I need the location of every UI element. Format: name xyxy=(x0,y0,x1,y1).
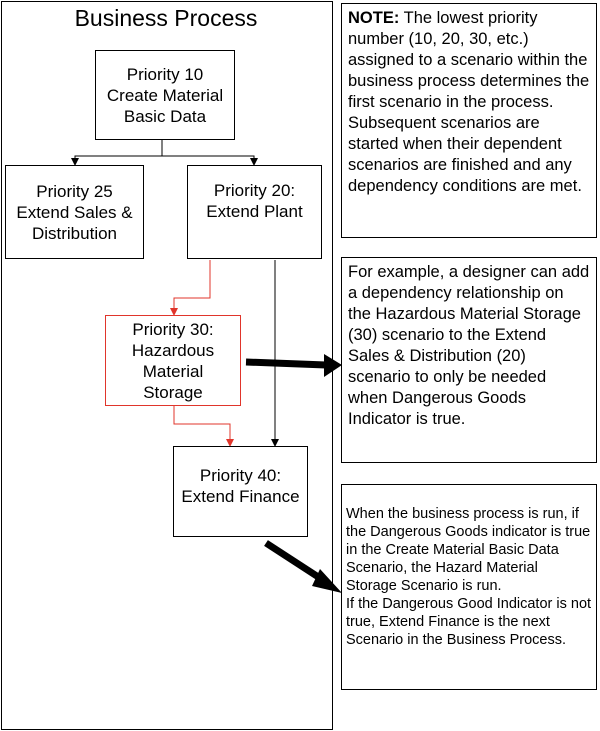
note-run: When the business process is run, if the… xyxy=(341,484,597,690)
note-run-text: When the business process is run, if the… xyxy=(346,506,592,648)
note-label: NOTE: xyxy=(348,9,400,27)
node-extend-finance: Priority 40: Extend Finance xyxy=(173,446,308,537)
pointer-arrow-to-example-note xyxy=(245,358,327,369)
pointer-arrow-to-run-note xyxy=(264,540,328,585)
note-example: For example, a designer can add a depend… xyxy=(341,257,597,463)
connector-create-to-plant xyxy=(162,155,258,166)
pointer-arrowhead-run xyxy=(312,569,342,593)
pointer-arrowhead-example xyxy=(324,354,342,377)
connector-plant-to-hazardous xyxy=(170,260,211,316)
node-extend-sales: Priority 25 Extend Sales & Distribution xyxy=(5,165,144,259)
node-hazardous-storage: Priority 30: Hazardous Material Storage xyxy=(105,315,241,406)
diagram-title: Business Process xyxy=(74,5,258,31)
note-priority: NOTE: The lowest priority number (10, 20… xyxy=(341,3,597,238)
connector-hazardous-to-finance xyxy=(173,405,234,447)
node-create-material: Priority 10 Create Material Basic Data xyxy=(95,50,235,140)
connector-create-to-sales xyxy=(71,139,163,166)
node-extend-plant: Priority 20: Extend Plant xyxy=(187,165,322,259)
note-example-text: For example, a designer can add a depend… xyxy=(348,263,590,428)
note-priority-text: The lowest priority number (10, 20, 30, … xyxy=(348,9,590,195)
